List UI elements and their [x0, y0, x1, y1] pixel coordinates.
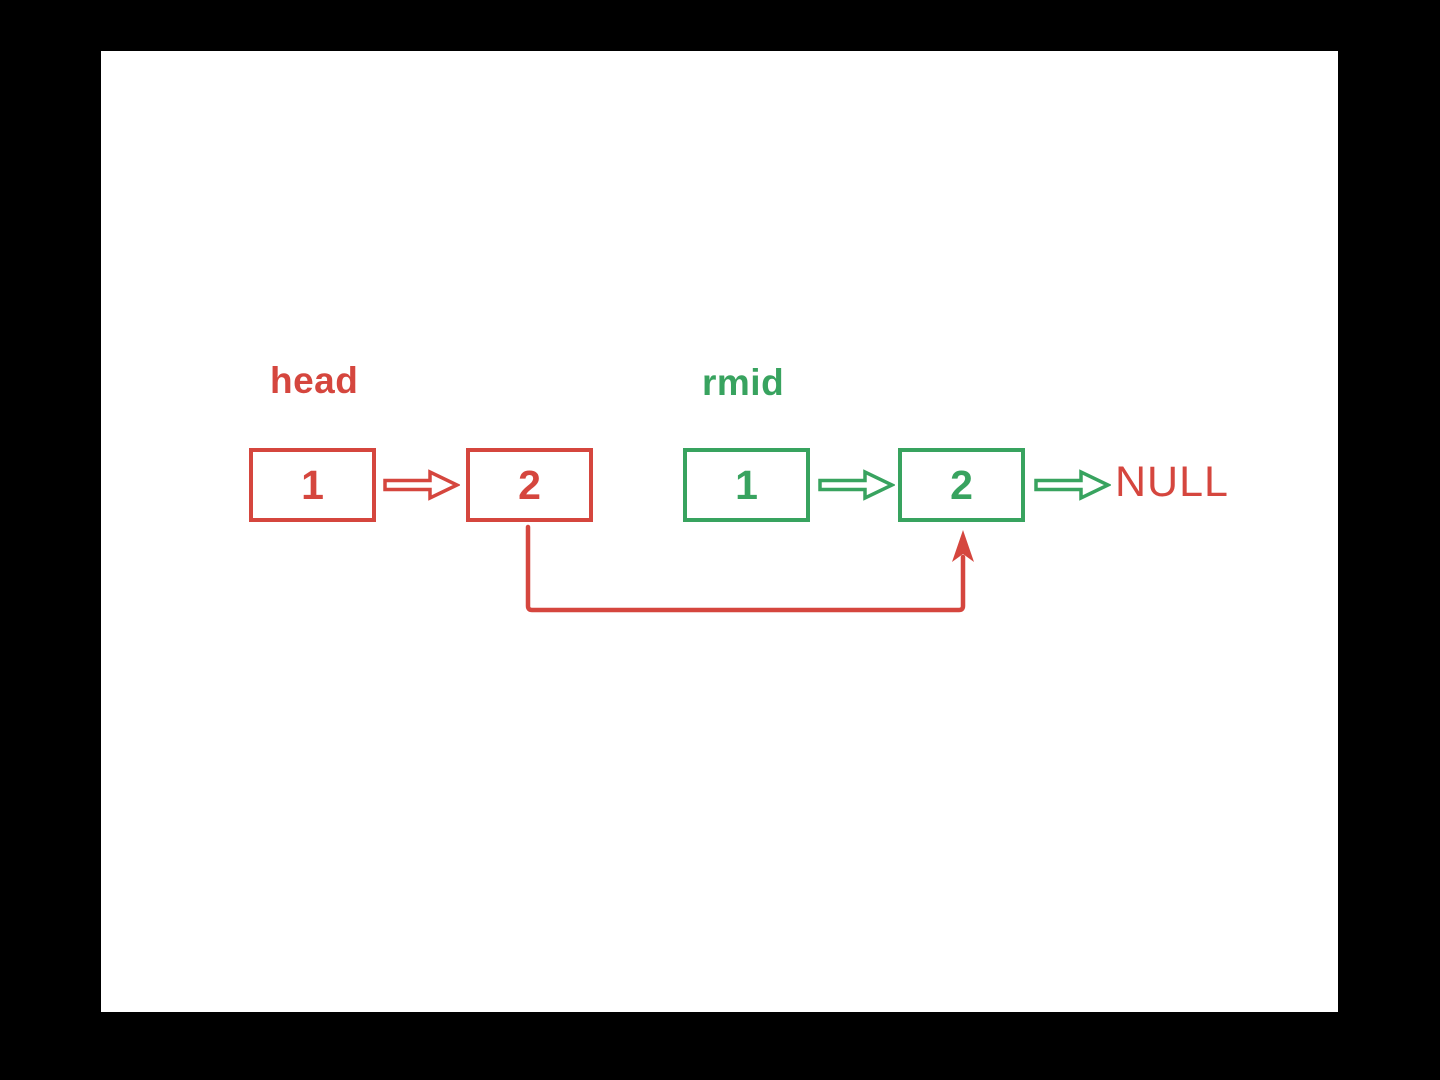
red-list-node-1: 1: [249, 448, 376, 522]
green-null-arrow-icon: [1034, 469, 1111, 501]
red-list-node-2: 2: [466, 448, 593, 522]
green-next-arrow-icon: [818, 469, 895, 501]
green-node-2-value: 2: [950, 461, 973, 508]
rmid-pointer-label: rmid: [702, 362, 785, 403]
green-list-node-2: 2: [898, 448, 1025, 522]
relink-pointer-arrow-icon: [525, 524, 974, 613]
red-node-1-value: 1: [301, 461, 324, 508]
red-node-2-value: 2: [518, 461, 541, 508]
green-list-node-1: 1: [683, 448, 810, 522]
red-next-arrow-icon: [383, 469, 460, 501]
head-pointer-label: head: [270, 360, 359, 401]
diagram-canvas: head rmid 1 2 1 2 NULL: [101, 51, 1338, 1012]
null-terminator-label: NULL: [1115, 458, 1229, 506]
green-node-1-value: 1: [735, 461, 758, 508]
